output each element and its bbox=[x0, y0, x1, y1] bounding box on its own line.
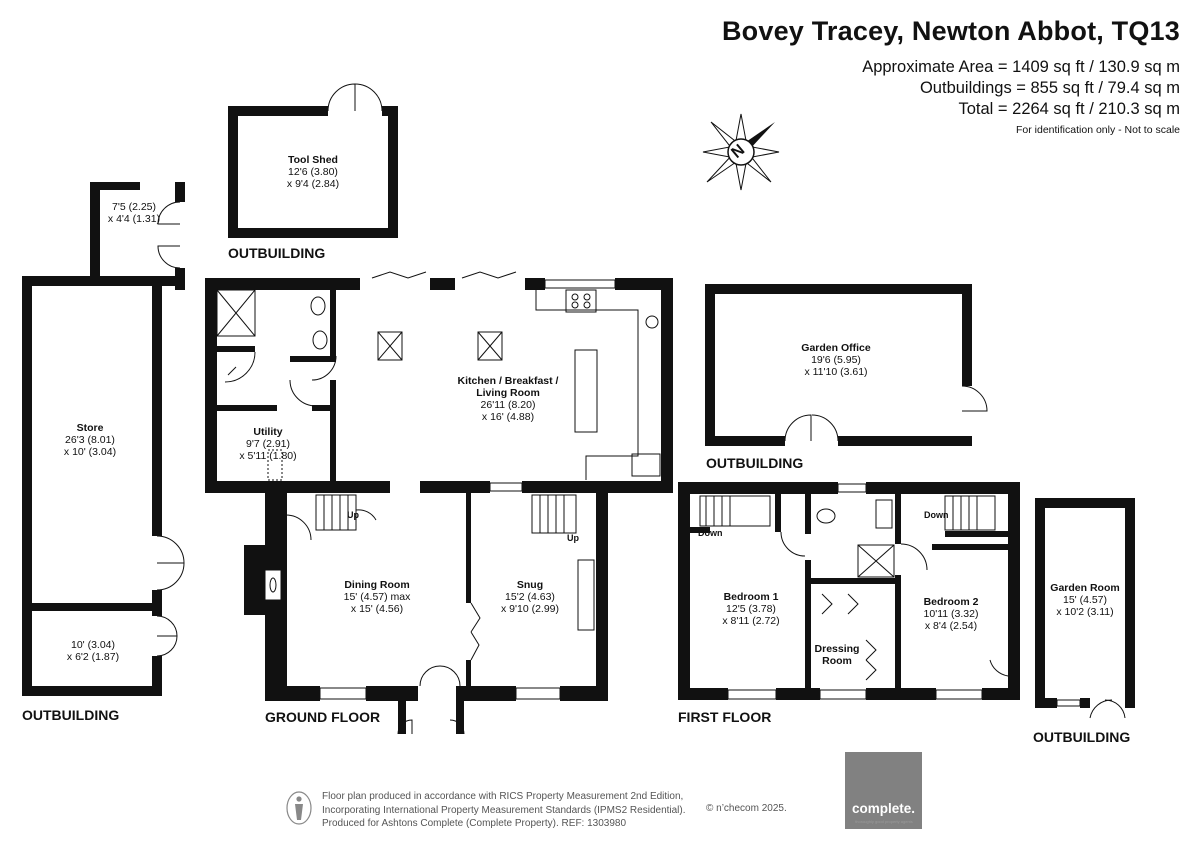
logo-text: complete. bbox=[851, 801, 916, 816]
tool-shed-walls bbox=[228, 106, 398, 238]
store-walls bbox=[22, 182, 185, 696]
footer-disclaimer: Floor plan produced in accordance with R… bbox=[322, 790, 686, 831]
stair-label-down: Down bbox=[698, 528, 723, 538]
stair-label-up: Up bbox=[347, 510, 359, 520]
complete-logo: complete. bbox=[845, 752, 922, 829]
room-label-kitchen: Kitchen / Breakfast / Living Room 26'11 … bbox=[457, 375, 559, 424]
room-label-bedroom-2: Bedroom 2 10'11 (3.32) x 8'4 (2.54) bbox=[923, 596, 979, 633]
garden-room-walls bbox=[1035, 498, 1135, 708]
floor-label-outbuilding: OUTBUILDING bbox=[1033, 729, 1131, 745]
approx-area-text: Approximate Area = 1409 sq ft / 130.9 sq… bbox=[862, 58, 1180, 76]
room-label-bedroom-1: Bedroom 1 12'5 (3.78) x 8'11 (2.72) bbox=[722, 591, 780, 628]
identification-note: For identification only - Not to scale bbox=[1016, 124, 1180, 136]
room-label-dining: Dining Room 15' (4.57) max x 15' (4.56) bbox=[343, 579, 411, 616]
room-label-store-lower: 10' (3.04) x 6'2 (1.87) bbox=[66, 639, 120, 664]
garden-office-walls bbox=[705, 284, 972, 446]
compass-icon bbox=[702, 113, 780, 191]
stair-label-up: Up bbox=[567, 533, 579, 543]
floor-label-first: FIRST FLOOR bbox=[678, 709, 772, 725]
room-label-snug: Snug 15'2 (4.63) x 9'10 (2.99) bbox=[500, 579, 560, 616]
room-label-garden-room: Garden Room 15' (4.57) x 10'2 (3.11) bbox=[1050, 582, 1120, 619]
floor-label-outbuilding: OUTBUILDING bbox=[228, 245, 326, 261]
room-label-store: Store 26'3 (8.01) x 10' (3.04) bbox=[63, 422, 117, 459]
footer-line: Incorporating International Property Mea… bbox=[322, 804, 686, 816]
footer-line: Produced for Ashtons Complete (Complete … bbox=[322, 818, 627, 829]
floor-label-ground: GROUND FLOOR bbox=[265, 709, 381, 725]
person-icon bbox=[286, 791, 312, 825]
room-label-tool-shed: Tool Shed 12'6 (3.80) x 9'4 (2.84) bbox=[286, 154, 340, 191]
room-label-garden-office: Garden Office 19'6 (5.95) x 11'10 (3.61) bbox=[801, 342, 871, 379]
page-title: Bovey Tracey, Newton Abbot, TQ13 bbox=[721, 16, 1180, 46]
copyright-text: © n’checom 2025. bbox=[706, 803, 787, 814]
footer-line: Floor plan produced in accordance with R… bbox=[322, 791, 684, 802]
total-area-text: Total = 2264 sq ft / 210.3 sq m bbox=[958, 100, 1180, 118]
room-label-dressing: Dressing Room bbox=[814, 643, 860, 668]
logo-tagline: thoroughly good property agents bbox=[855, 819, 913, 824]
stair-label-down: Down bbox=[924, 510, 949, 520]
room-label-utility: Utility 9'7 (2.91) x 5'11 (1.80) bbox=[239, 426, 297, 463]
room-label-small-store: 7'5 (2.25) x 4'4 (1.31) bbox=[107, 201, 161, 226]
first-floor-walls bbox=[678, 482, 1020, 700]
outbuildings-area-text: Outbuildings = 855 sq ft / 79.4 sq m bbox=[919, 79, 1180, 97]
floor-label-outbuilding: OUTBUILDING bbox=[706, 455, 804, 471]
floor-label-outbuilding: OUTBUILDING bbox=[22, 707, 120, 723]
